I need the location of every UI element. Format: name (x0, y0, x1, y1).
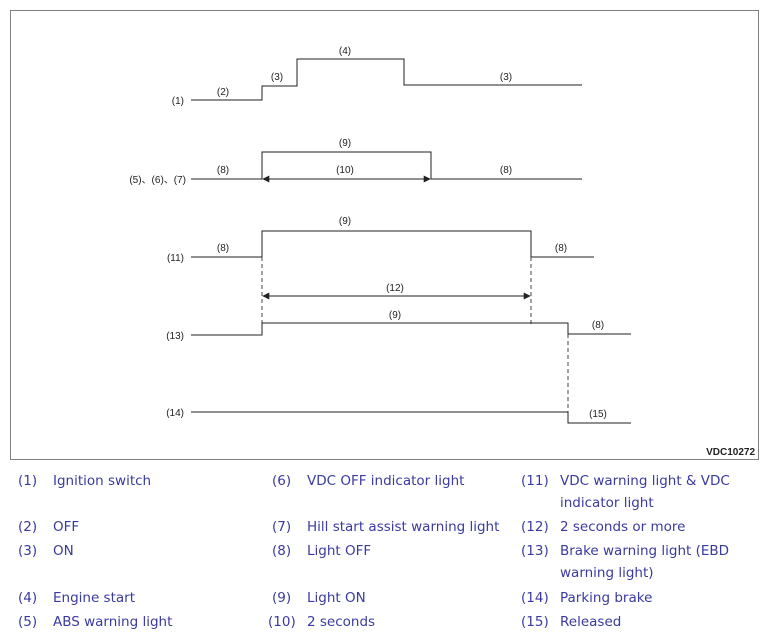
legend-text: Light ON (307, 590, 366, 606)
segment-label-light-off: (8) (592, 320, 604, 331)
legend-text: VDC OFF indicator light (307, 473, 465, 489)
legend-number: (10) (268, 614, 296, 630)
legend-number: (6) (272, 473, 292, 489)
segment-label-released: (15) (589, 409, 607, 420)
legend-text: Parking brake (560, 590, 653, 606)
segment-label-engine-start: (4) (339, 46, 351, 57)
legend-text: Engine start (53, 590, 136, 606)
legend-number: (13) (521, 543, 549, 559)
legend-number: (11) (521, 473, 549, 489)
row-label-ignition: (1) (172, 96, 184, 107)
legend-number: (8) (272, 543, 292, 559)
legend-text: Hill start assist warning light (307, 519, 500, 535)
legend-text: VDC warning light & VDC indicator light (560, 473, 730, 511)
timing-diagram-svg: (1) (2) (3) (4) (3) (5)、(6)、(7) (8) (9) … (129, 46, 755, 458)
waveform-parking-brake (191, 411, 631, 424)
row-label-brake-warning: (13) (166, 331, 184, 342)
segment-label-2-seconds-or-more: (12) (386, 283, 404, 294)
timing-diagram (10, 10, 759, 460)
row-label-abs-vdc-hill: (5)、(6)、(7) (129, 175, 186, 186)
segment-label-on: (3) (271, 72, 283, 83)
legend-number: (3) (18, 543, 38, 559)
legend-text: Light OFF (307, 543, 372, 559)
legend-number: (14) (521, 590, 549, 606)
segment-label-light-off-after: (8) (555, 243, 567, 254)
row-label-vdc-warning: (11) (167, 253, 184, 264)
legend-number: (15) (521, 614, 549, 630)
legend-text: Ignition switch (53, 473, 152, 489)
legend-text: 2 seconds or more (560, 519, 686, 535)
segment-label-light-off-after: (8) (500, 165, 512, 176)
waveform-vdc-warning (191, 230, 594, 258)
legend-text: Brake warning light (EBD warning light) (560, 543, 730, 581)
legend: (1) Ignition switch (2) OFF (3) ON (4) E… (0, 470, 769, 639)
legend-number: (9) (272, 590, 292, 606)
legend-number: (4) (18, 590, 38, 606)
segment-label-light-on: (9) (339, 138, 351, 149)
legend-text: ABS warning light (53, 614, 173, 630)
legend-item: (1) Ignition switch (18, 470, 258, 514)
waveform-abs-vdc-hill (191, 151, 582, 180)
legend-text: OFF (53, 519, 80, 535)
segment-label-light-on: (9) (339, 216, 351, 227)
legend-text: Released (560, 614, 622, 630)
legend-text: ON (53, 543, 74, 559)
segment-label-on-after: (3) (500, 72, 512, 83)
figure-code: VDC10272 (706, 447, 755, 458)
segment-label-off: (2) (217, 87, 229, 98)
waveform-brake-warning (191, 322, 631, 336)
segment-label-2-seconds: (10) (336, 165, 354, 176)
waveform-ignition-switch (191, 58, 582, 101)
legend-number: (5) (18, 614, 38, 630)
row-label-parking-brake: (14) (166, 408, 184, 419)
legend-number: (7) (272, 519, 292, 535)
segment-label-light-off: (8) (217, 165, 229, 176)
legend-number: (2) (18, 519, 38, 535)
segment-label-light-off: (8) (217, 243, 229, 254)
legend-text: 2 seconds (307, 614, 376, 630)
legend-number: (12) (521, 519, 549, 535)
legend-number: (1) (18, 473, 38, 489)
segment-label-light-on: (9) (389, 310, 401, 321)
